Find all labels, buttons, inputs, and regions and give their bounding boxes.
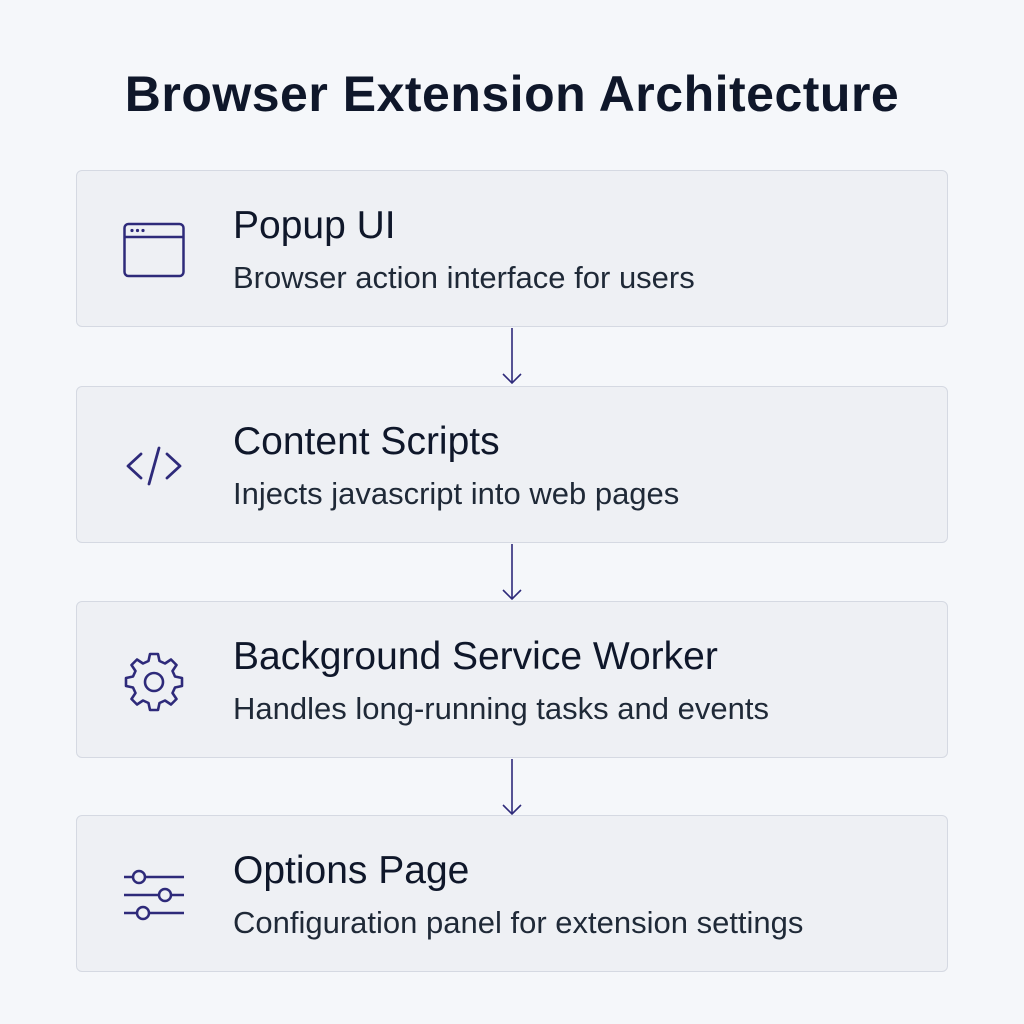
card-title: Options Page [233,849,470,892]
code-brackets-icon [123,437,185,495]
card-background-service-worker: Background Service Worker Handles long-r… [76,601,948,758]
card-options-page: Options Page Configuration panel for ext… [76,815,948,972]
card-popup-ui: Popup UI Browser action interface for us… [76,170,948,327]
card-description: Browser action interface for users [233,260,695,295]
connector-arrow [502,759,522,816]
sliders-icon [123,866,185,924]
diagram-title: Browser Extension Architecture [124,66,900,122]
card-description: Injects javascript into web pages [233,476,680,511]
card-description: Configuration panel for extension settin… [233,905,804,940]
card-content-scripts: Content Scripts Injects javascript into … [76,386,948,543]
card-title: Content Scripts [233,420,500,463]
connector-arrow [502,544,522,601]
card-description: Handles long-running tasks and events [233,691,769,726]
browser-window-icon [123,221,185,279]
gear-icon [123,652,185,712]
card-title: Popup UI [233,204,396,247]
card-title: Background Service Worker [233,635,718,678]
connector-arrow [502,328,522,385]
